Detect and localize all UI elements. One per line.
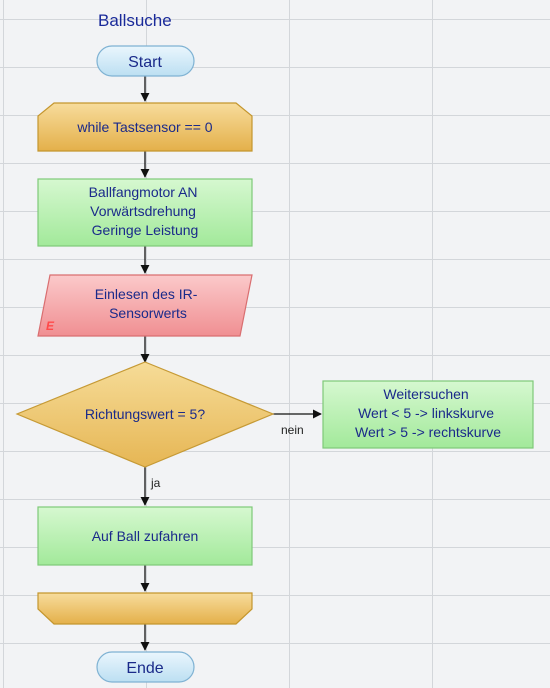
connectors	[140, 76, 322, 651]
end-terminator[interactable]: Ende	[96, 651, 195, 683]
input-line-1: Einlesen des IR-	[95, 286, 198, 302]
process-motor-block[interactable]: Ballfangmotor AN Vorwärtsdrehung Geringe…	[37, 178, 253, 247]
input-sensor-text: Einlesen des IR- Sensorwerts	[95, 286, 202, 321]
edge-label-no: nein	[281, 423, 304, 437]
loop-condition-label: while Tastsensor == 0	[76, 119, 212, 135]
side-line-3: Wert > 5 -> rechtskurve	[355, 424, 501, 440]
side-line-2: Wert < 5 -> linkskurve	[358, 405, 494, 421]
loop-end-block[interactable]	[37, 592, 253, 625]
input-marker-icon: E	[46, 319, 55, 333]
process-search-block[interactable]: Weitersuchen Wert < 5 -> linkskurve Wert…	[322, 380, 534, 449]
process-motor-line-1: Ballfangmotor AN	[89, 184, 198, 200]
process-search-text: Weitersuchen Wert < 5 -> linkskurve Wert…	[355, 386, 501, 440]
loop-start-block[interactable]: while Tastsensor == 0	[37, 102, 253, 152]
diagram-title: Ballsuche	[98, 11, 172, 30]
end-label: Ende	[126, 660, 163, 677]
input-line-2: Sensorwerts	[109, 305, 187, 321]
process-approach-block[interactable]: Auf Ball zufahren	[37, 506, 253, 566]
process-motor-line-3: Geringe Leistung	[92, 222, 199, 238]
decision-block[interactable]: Richtungswert = 5?	[15, 361, 275, 468]
process-approach-label: Auf Ball zufahren	[92, 528, 199, 544]
edge-label-yes: ja	[150, 476, 161, 490]
process-motor-text: Ballfangmotor AN Vorwärtsdrehung Geringe…	[89, 184, 202, 238]
start-label: Start	[128, 54, 162, 71]
side-line-1: Weitersuchen	[383, 386, 468, 402]
decision-label: Richtungswert = 5?	[85, 406, 205, 422]
process-motor-line-2: Vorwärtsdrehung	[90, 203, 196, 219]
start-terminator[interactable]: Start	[96, 45, 195, 77]
input-sensor-block[interactable]: Einlesen des IR- Sensorwerts E	[37, 274, 253, 337]
